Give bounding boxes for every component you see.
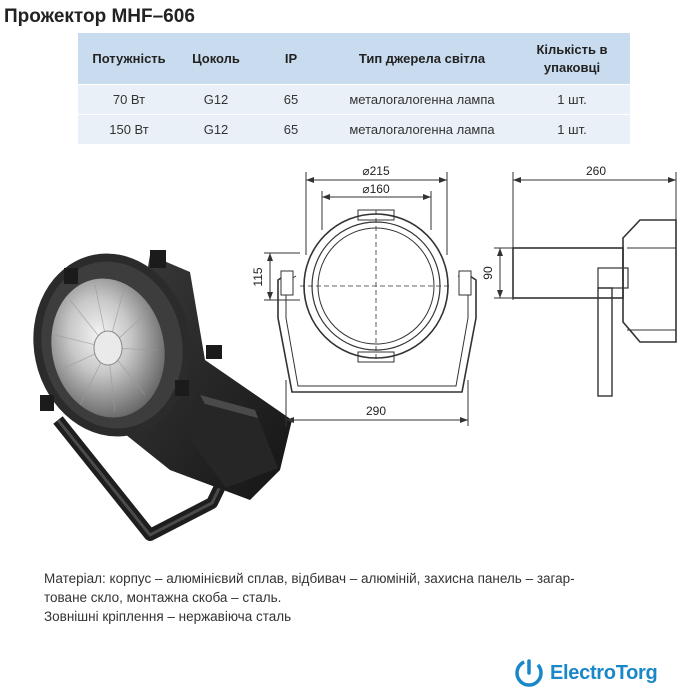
cell-ip: 65 (252, 114, 330, 144)
dim-outer-diameter: ⌀215 (362, 164, 390, 178)
cell-light-type: металогалогенна лампа (330, 84, 514, 115)
material-description: Матеріал: корпус – алюмінієвий сплав, ві… (44, 569, 664, 626)
table-row: 150 Вт G12 65 металогалогенна лампа 1 шт… (78, 114, 630, 144)
header-socket: Цоколь (180, 33, 252, 85)
cell-light-type: металогалогенна лампа (330, 114, 514, 144)
header-power: Потужність (78, 33, 180, 85)
header-pack-qty: Кількість в упаковці (514, 33, 630, 85)
cell-socket: G12 (180, 84, 252, 115)
spec-table: Потужність Цоколь IP Тип джерела світла … (78, 33, 630, 144)
dim-height: 115 (251, 267, 265, 286)
cell-ip: 65 (252, 84, 330, 115)
material-line: Зовнішні кріплення – нержавіюча сталь (44, 609, 292, 624)
cell-socket: G12 (180, 114, 252, 144)
brand-name: ElectroTorg (550, 661, 658, 684)
dim-side-depth: 260 (586, 164, 606, 178)
table-row: 70 Вт G12 65 металогалогенна лампа 1 шт. (78, 84, 630, 115)
header-ip: IP (252, 33, 330, 85)
cell-power: 150 Вт (78, 114, 180, 144)
power-icon (515, 659, 543, 687)
cell-pack-qty: 1 шт. (514, 114, 630, 144)
cell-power: 70 Вт (78, 84, 180, 115)
dim-side-height: 90 (481, 266, 495, 280)
cell-pack-qty: 1 шт. (514, 84, 630, 115)
dim-inner-diameter: ⌀160 (362, 182, 390, 196)
table-header-row: Потужність Цоколь IP Тип джерела світла … (78, 33, 630, 85)
technical-drawing: ⌀215 ⌀160 115 290 260 90 (251, 164, 677, 426)
page-title: Прожектор MHF–606 (4, 6, 195, 27)
header-light-type: Тип джерела світла (330, 33, 514, 85)
material-line: Матеріал: корпус – алюмінієвий сплав, ві… (44, 571, 575, 586)
floodlight-photo (33, 250, 292, 541)
material-line: товане скло, монтажна скоба – сталь. (44, 590, 282, 605)
dim-width: 290 (366, 404, 386, 418)
brand-logo: ElectroTorg (512, 656, 658, 690)
